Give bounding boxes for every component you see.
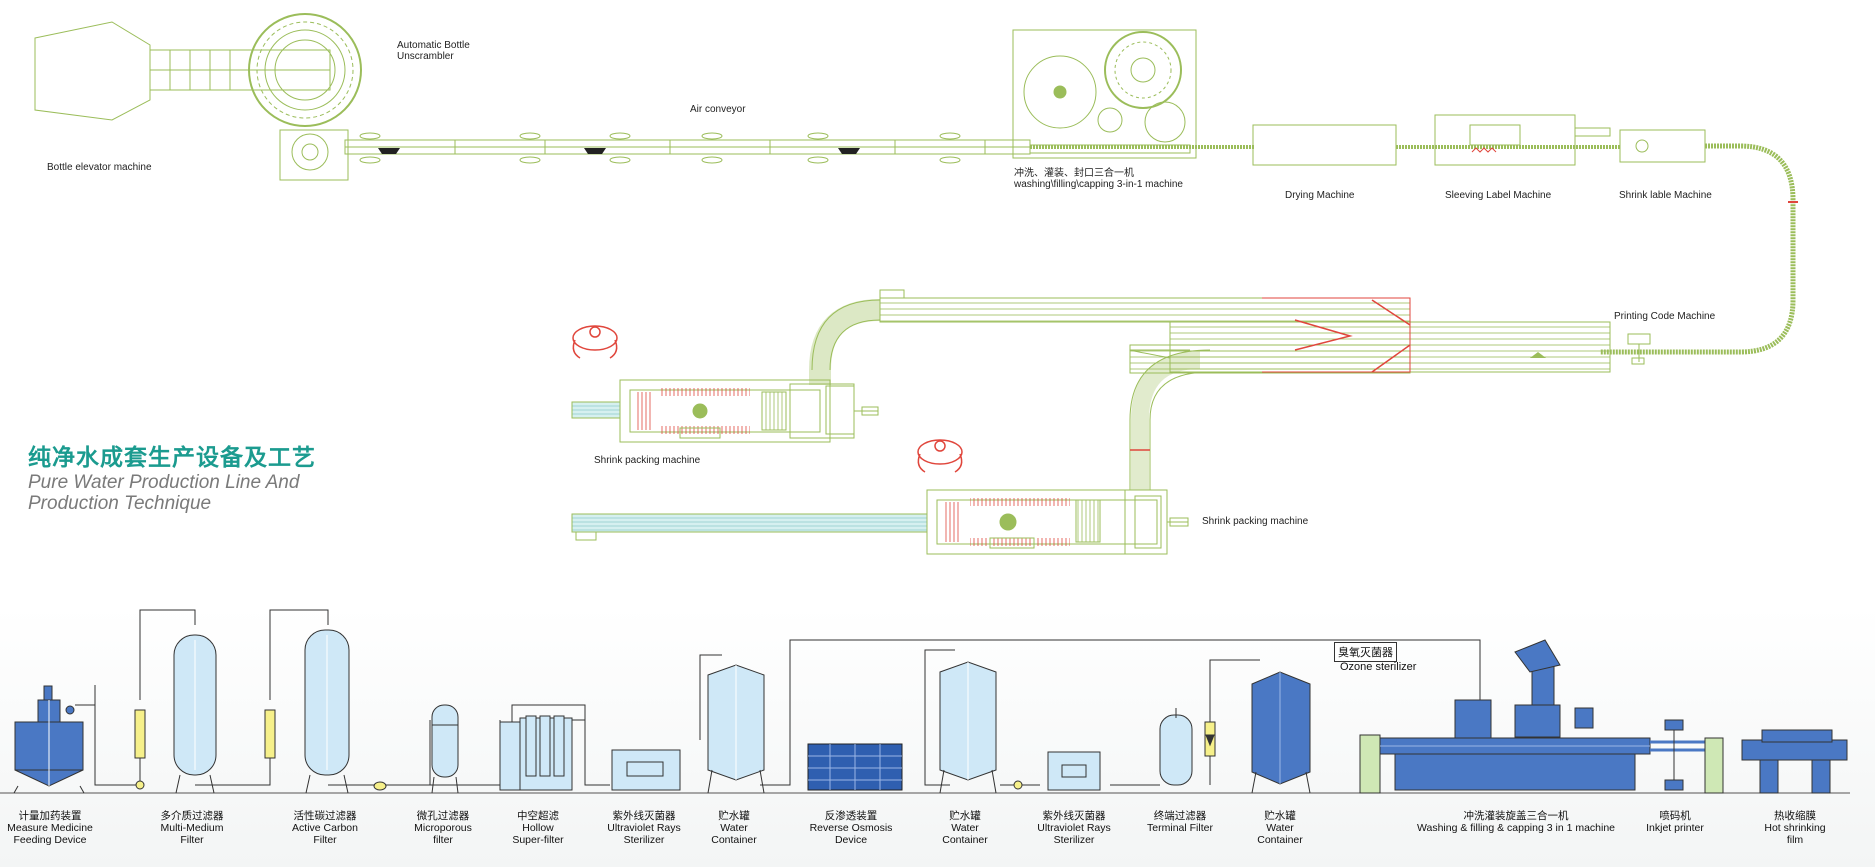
printing-code-machine bbox=[1627, 333, 1651, 365]
water-container-3 bbox=[1251, 671, 1311, 794]
filling-machine-label: 冲洗、灌装、封口三合一机 washing\filling\capping 3-i… bbox=[1014, 168, 1183, 190]
unscrambler-label-line2: Unscrambler bbox=[397, 51, 454, 62]
drying-machine bbox=[1252, 124, 1397, 166]
ozone-sterilizer-box: 臭氧灭菌器 bbox=[1334, 642, 1397, 662]
right-curve-conveyor bbox=[1600, 143, 1796, 355]
uv-sterilizer-2 bbox=[1013, 751, 1101, 791]
reverse-osmosis-device bbox=[807, 743, 903, 791]
title-english-line1: Pure Water Production Line And bbox=[28, 472, 300, 493]
filling-label-en: washing\filling\capping 3-in-1 machine bbox=[1014, 179, 1183, 190]
filling-machine-3in1 bbox=[1012, 29, 1197, 159]
shrink-packing-machine-1 bbox=[571, 379, 879, 443]
shrink-label-machine-label: Shrink lable Machine bbox=[1619, 190, 1712, 201]
washing-filling-capping-machine bbox=[1359, 639, 1651, 794]
ozone-sterilizer-label: Ozone sterilizer bbox=[1340, 661, 1417, 673]
hollow-super-filter bbox=[499, 704, 586, 791]
air-conveyor-label: Air conveyor bbox=[690, 104, 746, 115]
shrink-packing-label-2: Shrink packing machine bbox=[1202, 516, 1309, 527]
terminal-filter bbox=[1159, 708, 1216, 786]
elevator-label: Bottle elevator machine bbox=[47, 162, 152, 173]
title-chinese: 纯净水成套生产设备及工艺 bbox=[28, 444, 316, 470]
water-container-2 bbox=[939, 661, 997, 794]
lane-curve-upper bbox=[809, 299, 881, 385]
drying-machine-label: Drying Machine bbox=[1285, 190, 1355, 201]
printing-code-label: Printing Code Machine bbox=[1614, 311, 1716, 322]
microporous-filter bbox=[431, 704, 459, 794]
hot-shrinking-film bbox=[1741, 729, 1848, 794]
sleeving-label: Sleeving Label Machine bbox=[1445, 190, 1552, 201]
shrink-packing-machine-2 bbox=[571, 489, 1189, 555]
accumulation-conveyor bbox=[879, 297, 1611, 374]
conveyor-fans bbox=[359, 132, 961, 164]
operator-icon bbox=[572, 325, 963, 473]
multi-medium-filter bbox=[134, 634, 217, 794]
lane-curve-lower bbox=[1129, 349, 1190, 359]
shrink-packing-label-1: Shrink packing machine bbox=[594, 455, 701, 466]
sleeving-label-machine bbox=[1434, 114, 1611, 166]
unscrambler-label-line1: Automatic Bottle bbox=[397, 40, 470, 51]
filling-label-cn: 冲洗、灌装、封口三合一机 bbox=[1014, 168, 1134, 179]
measure-medicine-device bbox=[13, 685, 85, 794]
air-conveyor bbox=[344, 132, 1031, 164]
water-container-1 bbox=[707, 664, 765, 794]
title-english-line2: Production Technique bbox=[28, 493, 212, 514]
lane-stopper bbox=[879, 289, 905, 299]
title-english: Pure Water Production Line And Productio… bbox=[28, 472, 299, 514]
bottle-elevator bbox=[34, 21, 349, 181]
active-carbon-filter bbox=[264, 629, 387, 794]
unscrambler-label: Automatic Bottle Unscrambler bbox=[397, 40, 470, 62]
uv-sterilizer-1 bbox=[611, 749, 681, 791]
inkjet-printer bbox=[1650, 719, 1724, 794]
bottle-unscrambler bbox=[248, 13, 362, 127]
shrink-label-machine bbox=[1619, 129, 1706, 163]
